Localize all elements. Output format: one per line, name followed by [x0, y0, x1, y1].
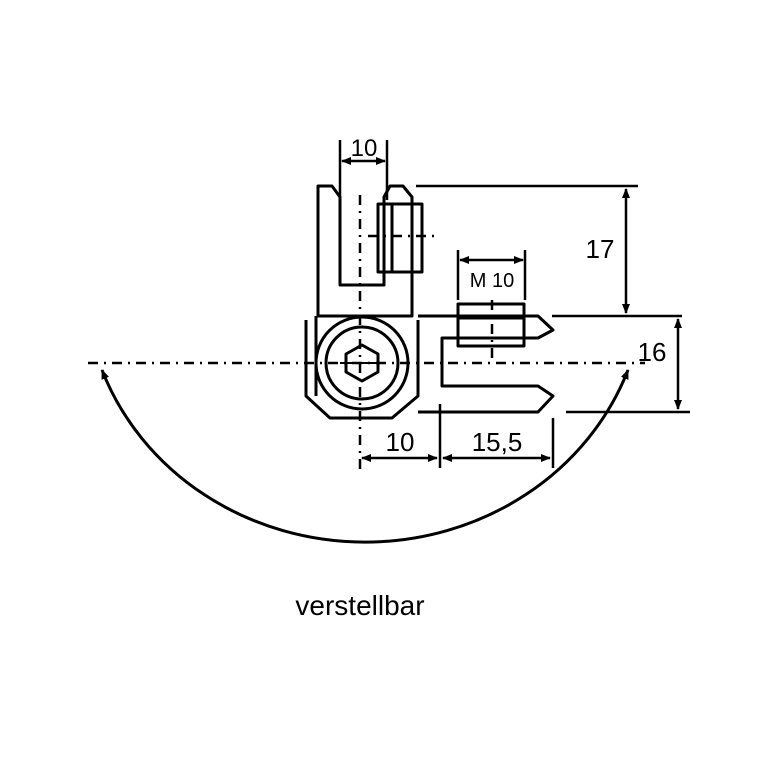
screw-head-inner	[324, 325, 400, 401]
center-lines	[88, 195, 645, 470]
dim-height-upper-label: 17	[586, 234, 615, 264]
dim-top-width-label: 10	[351, 135, 378, 162]
bolt-head-body	[456, 316, 526, 348]
dim-height-lower	[566, 318, 690, 414]
dim-offset-left-label: 10	[386, 427, 415, 457]
dim-height-lower-label: 16	[638, 337, 667, 367]
dim-top-width	[338, 140, 389, 200]
body-outline	[304, 320, 420, 420]
dim-offset-right-label: 15,5	[472, 427, 523, 457]
arc-label-mask	[284, 590, 436, 624]
dim-height-upper	[416, 184, 682, 318]
right-fork	[418, 302, 555, 414]
screw-head-outer	[314, 315, 410, 411]
fork-clevis	[314, 184, 424, 396]
right-fork-outline	[418, 314, 555, 414]
dim-bottom-offsets	[361, 404, 555, 468]
dim-thread-label: M 10	[470, 270, 514, 292]
adjustable-arc	[100, 369, 630, 544]
lower-body	[304, 315, 420, 420]
hex-socket-icon	[344, 343, 380, 383]
adjustable-label: verstellbar	[295, 590, 424, 621]
pin-head-outer	[390, 202, 424, 274]
dim-thread	[456, 250, 527, 300]
